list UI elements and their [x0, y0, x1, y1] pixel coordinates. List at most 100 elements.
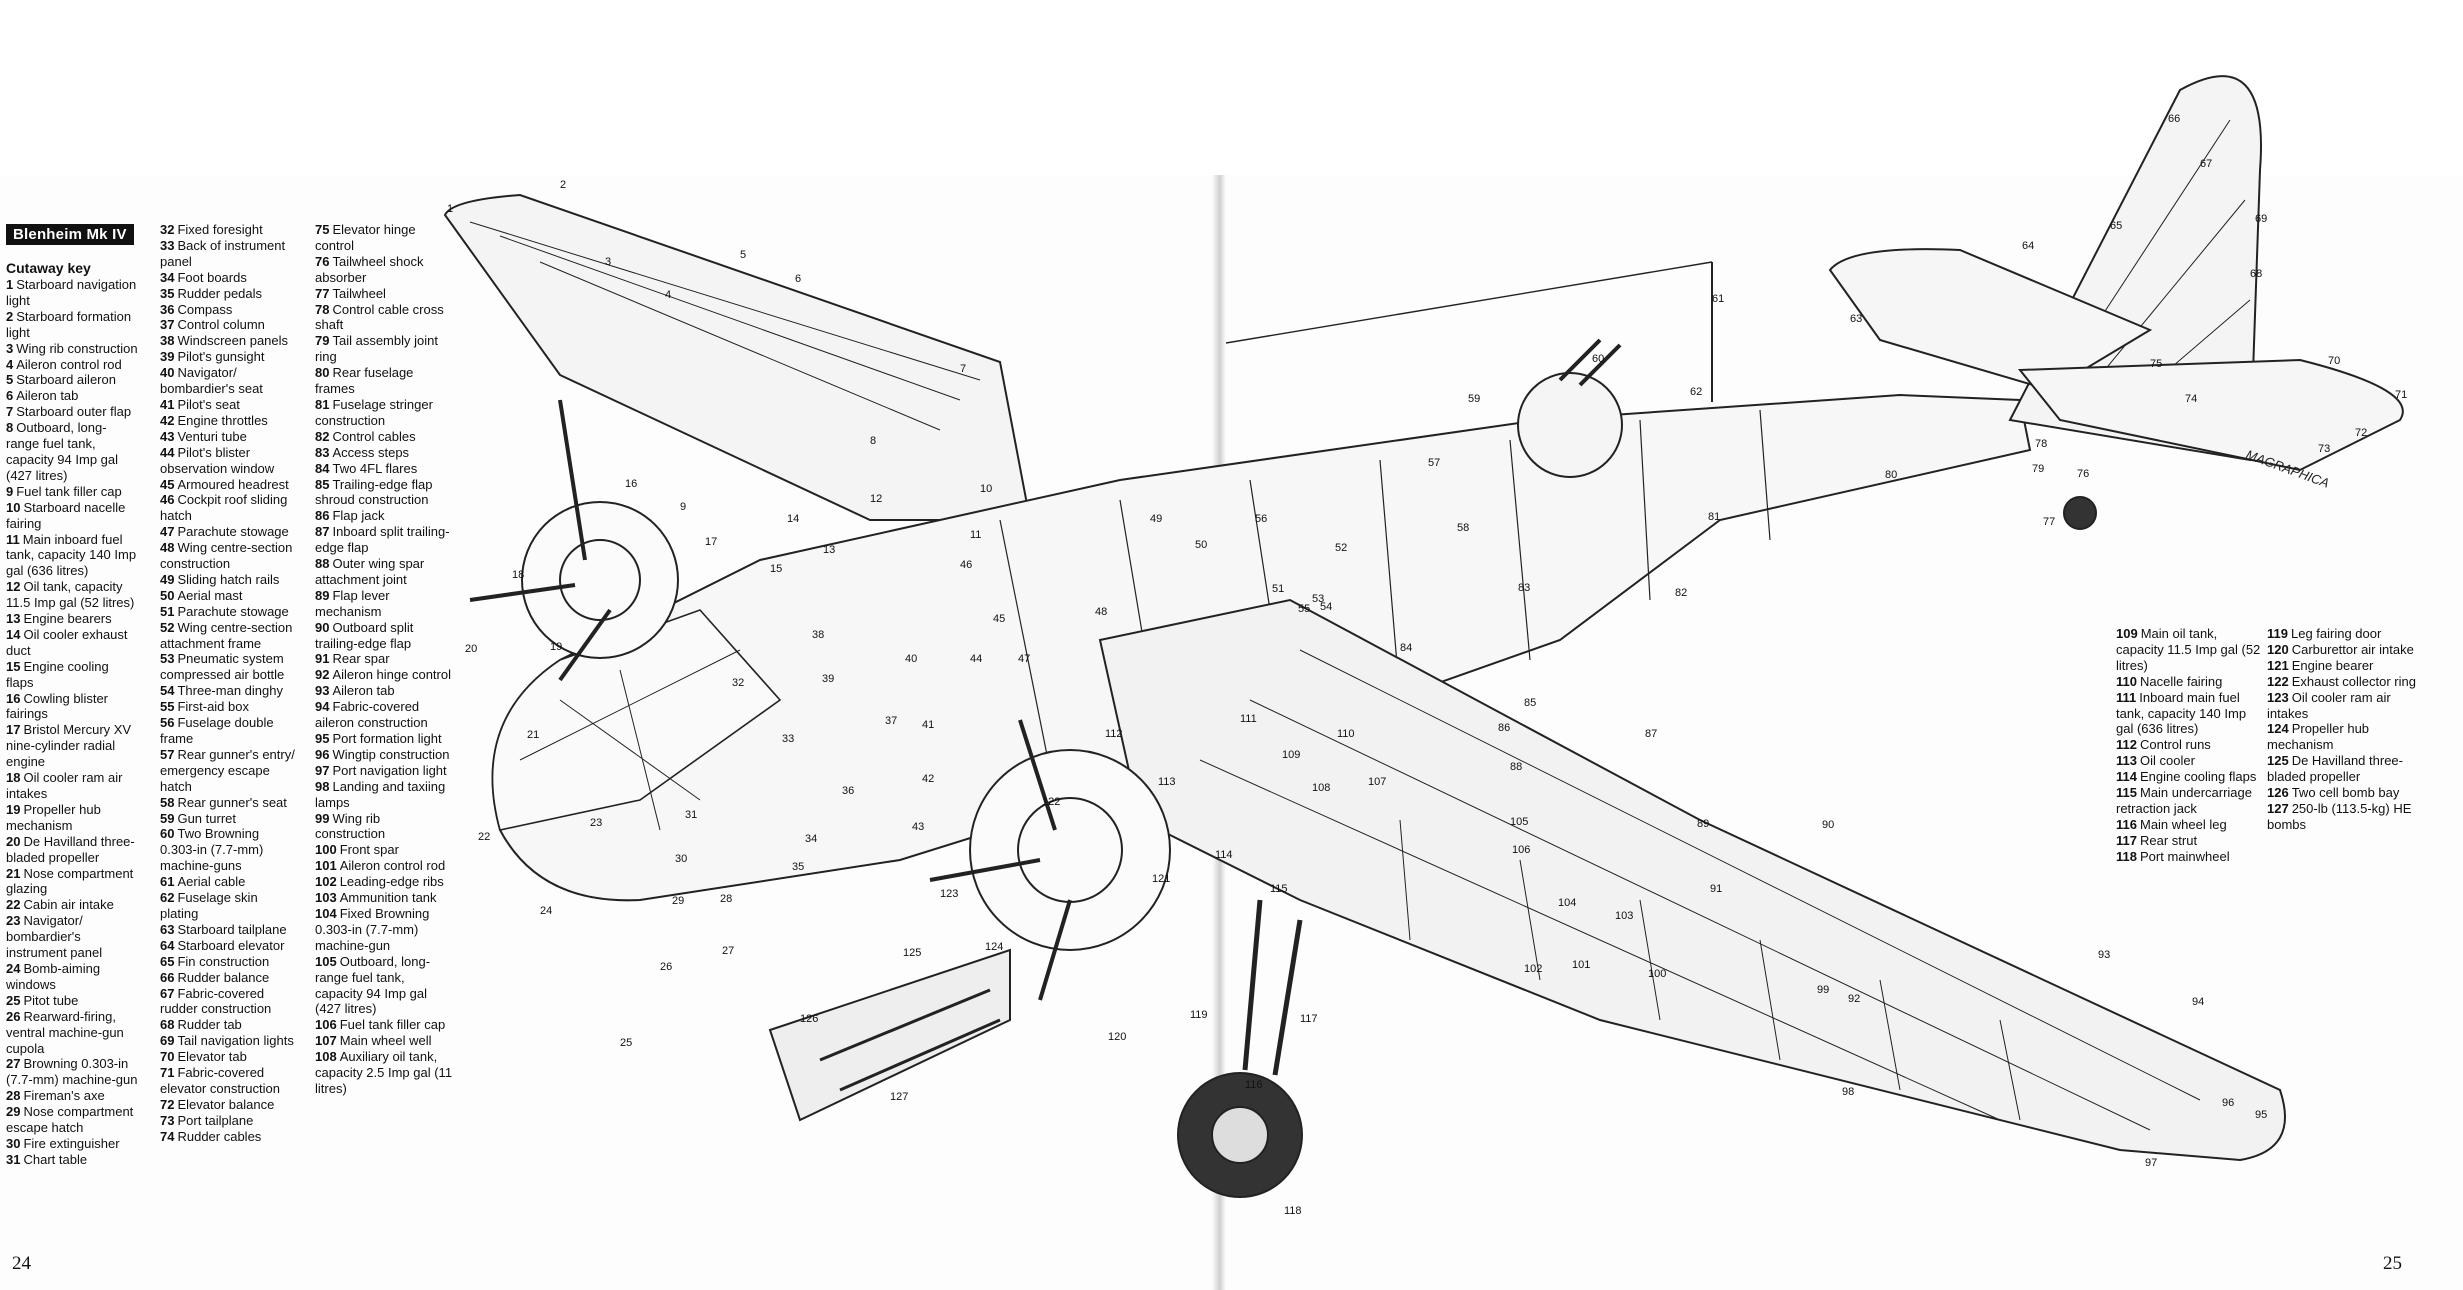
callout-number: 63: [1850, 313, 1862, 325]
callout-number: 76: [2077, 468, 2089, 480]
key-item-text: Starboard navigation light: [6, 277, 137, 308]
callout-number: 52: [1335, 542, 1347, 554]
key-item-number: 59: [160, 810, 175, 826]
callout-number: 107: [1368, 776, 1386, 788]
callout-number: 82: [1675, 587, 1687, 599]
key-item-text: Fire extinguisher: [23, 1135, 120, 1151]
bombs: [819, 988, 1001, 1092]
key-item-text: Inboard main fuel tank, capacity 140 Imp…: [2116, 689, 2247, 737]
key-item-text: Outboard, long-range fuel tank, capacity…: [6, 420, 119, 483]
key-item-number: 32: [160, 222, 175, 237]
key-item-number: 96: [315, 746, 330, 762]
key-item-text: Starboard aileron: [16, 372, 116, 388]
key-item-number: 93: [315, 683, 330, 699]
key-item-number: 5: [6, 372, 14, 388]
key-item-number: 51: [160, 603, 175, 619]
key-item-number: 55: [160, 699, 175, 715]
callout-number: 14: [787, 513, 799, 525]
callout-number: 65: [2110, 220, 2122, 232]
key-item-number: 22: [6, 897, 21, 913]
key-item-number: 124: [2267, 721, 2289, 737]
key-item-text: Port tailplane: [177, 1112, 254, 1128]
key-item-number: 104: [315, 905, 337, 921]
key-item-text: Flap jack: [332, 508, 385, 524]
key-item-text: Main oil tank, capacity 11.5 Imp gal (52…: [2116, 626, 2261, 673]
callout-number: 113: [1158, 776, 1176, 788]
key-item-number: 120: [2267, 641, 2289, 657]
key-item-text: Rudder tab: [177, 1017, 242, 1033]
key-item-text: De Havilland three-bladed propeller: [2267, 753, 2403, 785]
port-wing: [1098, 598, 2286, 1162]
key-item-number: 4: [6, 356, 14, 372]
key-item-number: 50: [160, 587, 175, 603]
key-item-text: Starboard tailplane: [177, 921, 287, 937]
callout-number: 98: [1842, 1086, 1854, 1098]
key-item-text: Rear gunner's entry/ emergency escape ha…: [160, 746, 295, 794]
key-item-text: Wing centre-section construction: [160, 540, 293, 572]
starboard-tailplane: [1828, 248, 2153, 392]
callout-number: 115: [1270, 883, 1288, 895]
callout-number: 37: [885, 715, 897, 727]
callout-number: 103: [1615, 910, 1633, 922]
callout-number: 3: [605, 256, 611, 268]
key-item-number: 23: [6, 913, 21, 929]
key-item-number: 73: [160, 1112, 175, 1128]
key-item-text: Starboard outer flap: [16, 404, 132, 420]
key-item-text: Fabric-covered aileron construction: [315, 699, 428, 731]
key-item-number: 20: [6, 833, 21, 849]
callout-number: 4: [665, 289, 671, 301]
key-item-text: Pilot's blister observation window: [160, 444, 275, 476]
key-item-text: Engine throttles: [177, 412, 268, 428]
key-item-number: 13: [6, 611, 21, 627]
top-margin: [0, 0, 2463, 175]
key-item-number: 45: [160, 476, 175, 492]
key-item-text: Navigator/ bombardier's instrument panel: [6, 913, 103, 961]
callout-number: 74: [2185, 393, 2197, 405]
callout-number: 44: [970, 653, 982, 665]
key-item-number: 123: [2267, 689, 2289, 705]
key-item-number: 97: [315, 762, 330, 778]
callout-number: 20: [465, 643, 477, 655]
key-item-text: Elevator balance: [177, 1096, 275, 1112]
key-item-number: 82: [315, 428, 330, 444]
callout-number: 70: [2328, 355, 2340, 367]
key-item-text: Wingtip construction: [332, 746, 450, 762]
key-item-number: 19: [6, 801, 21, 817]
key-item-number: 75: [315, 222, 330, 237]
key-item-text: Control runs: [2139, 737, 2211, 753]
key-item-number: 101: [315, 858, 337, 874]
key-item-number: 12: [6, 579, 21, 595]
key-item-number: 95: [315, 731, 330, 746]
key-item-number: 42: [160, 412, 175, 428]
key-item-text: Pitot tube: [23, 992, 79, 1008]
key-item-text: Propeller hub mechanism: [2267, 721, 2370, 753]
callout-number: 110: [1337, 728, 1355, 740]
key-item-number: 67: [160, 985, 175, 1001]
key-item-text: Outboard split trailing-edge flap: [315, 619, 414, 651]
